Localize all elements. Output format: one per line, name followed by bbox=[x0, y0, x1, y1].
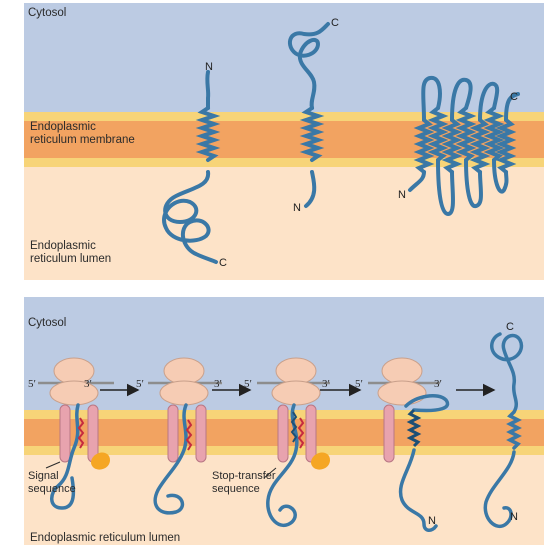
stop-transfer-label: Stop-transfer sequence bbox=[212, 470, 276, 496]
bottom-panel: Cytosol Endoplasmic reticulum lumen 5′ 3… bbox=[24, 297, 544, 545]
s4-five-prime: 5′ bbox=[355, 378, 363, 390]
s5-c-terminus: C bbox=[506, 321, 514, 333]
p3-n-terminus: N bbox=[398, 189, 406, 201]
s2-five-prime: 5′ bbox=[136, 378, 144, 390]
s4-three-prime: 3′ bbox=[434, 378, 442, 390]
top-cytosol-label: Cytosol bbox=[28, 7, 66, 19]
s1-five-prime: 5′ bbox=[28, 378, 36, 390]
s4-n-terminus: N bbox=[428, 515, 436, 527]
p1-n-terminus: N bbox=[205, 61, 213, 73]
s3-three-prime: 3′ bbox=[322, 378, 330, 390]
p3-c-terminus: C bbox=[510, 91, 518, 103]
top-membrane-label: Endoplasmic reticulum membrane bbox=[30, 121, 135, 147]
s2-three-prime: 3′ bbox=[214, 378, 222, 390]
top-lumen-label: Endoplasmic reticulum lumen bbox=[30, 240, 111, 266]
s3-five-prime: 5′ bbox=[244, 378, 252, 390]
top-cytosol-region bbox=[24, 3, 544, 112]
p2-n-terminus: N bbox=[293, 202, 301, 214]
p2-c-terminus: C bbox=[331, 17, 339, 29]
s5-n-terminus: N bbox=[510, 511, 518, 523]
signal-sequence-label: Signal sequence bbox=[28, 470, 76, 496]
bottom-lumen-label: Endoplasmic reticulum lumen bbox=[30, 532, 180, 544]
bottom-cytosol-label: Cytosol bbox=[28, 317, 66, 329]
s1-three-prime: 3′ bbox=[84, 378, 92, 390]
p1-c-terminus: C bbox=[219, 257, 227, 269]
